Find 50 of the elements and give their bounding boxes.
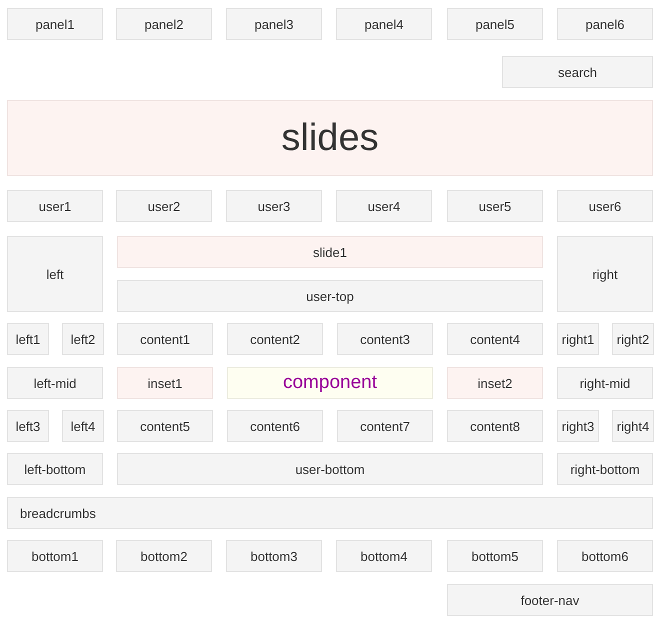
position-box: content4 xyxy=(447,323,543,355)
position-box: bottom5 xyxy=(447,540,543,572)
position-box: bottom1 xyxy=(7,540,103,572)
position-box: panel4 xyxy=(336,8,432,40)
position-box: user4 xyxy=(336,190,432,222)
position-box: left3 xyxy=(7,410,49,442)
position-box: content5 xyxy=(117,410,213,442)
position-box: right1 xyxy=(557,323,599,355)
position-box: user6 xyxy=(557,190,653,222)
position-box: content6 xyxy=(227,410,323,442)
position-box: panel2 xyxy=(116,8,212,40)
position-box: left4 xyxy=(62,410,104,442)
position-box: breadcrumbs xyxy=(7,497,653,529)
position-box: bottom2 xyxy=(116,540,212,572)
position-box: panel6 xyxy=(557,8,653,40)
position-box: panel3 xyxy=(226,8,322,40)
position-box: left-mid xyxy=(7,367,103,399)
position-box: right2 xyxy=(612,323,654,355)
position-box: right3 xyxy=(557,410,599,442)
position-box: content7 xyxy=(337,410,433,442)
position-box: bottom6 xyxy=(557,540,653,572)
position-box: user5 xyxy=(447,190,543,222)
position-box: user3 xyxy=(226,190,322,222)
position-box: right-bottom xyxy=(557,453,653,485)
position-box: bottom4 xyxy=(336,540,432,572)
position-box: right xyxy=(557,236,653,312)
position-box: slide1 xyxy=(117,236,543,268)
position-box: inset2 xyxy=(447,367,543,399)
position-box: inset1 xyxy=(117,367,213,399)
position-box: left-bottom xyxy=(7,453,103,485)
position-box: user-bottom xyxy=(117,453,543,485)
position-box: user2 xyxy=(116,190,212,222)
position-box: footer-nav xyxy=(447,584,653,616)
position-box: left xyxy=(7,236,103,312)
position-box: search xyxy=(502,56,653,88)
position-box: component xyxy=(227,367,433,399)
position-box: user-top xyxy=(117,280,543,312)
position-box: panel1 xyxy=(7,8,103,40)
position-box: right4 xyxy=(612,410,654,442)
position-box: panel5 xyxy=(447,8,543,40)
position-box: content1 xyxy=(117,323,213,355)
position-box: right-mid xyxy=(557,367,653,399)
position-box: content2 xyxy=(227,323,323,355)
banner-box: slides xyxy=(7,100,653,176)
position-box: bottom3 xyxy=(226,540,322,572)
position-box: content8 xyxy=(447,410,543,442)
position-box: left2 xyxy=(62,323,104,355)
position-box: content3 xyxy=(337,323,433,355)
position-box: left1 xyxy=(7,323,49,355)
position-box: user1 xyxy=(7,190,103,222)
